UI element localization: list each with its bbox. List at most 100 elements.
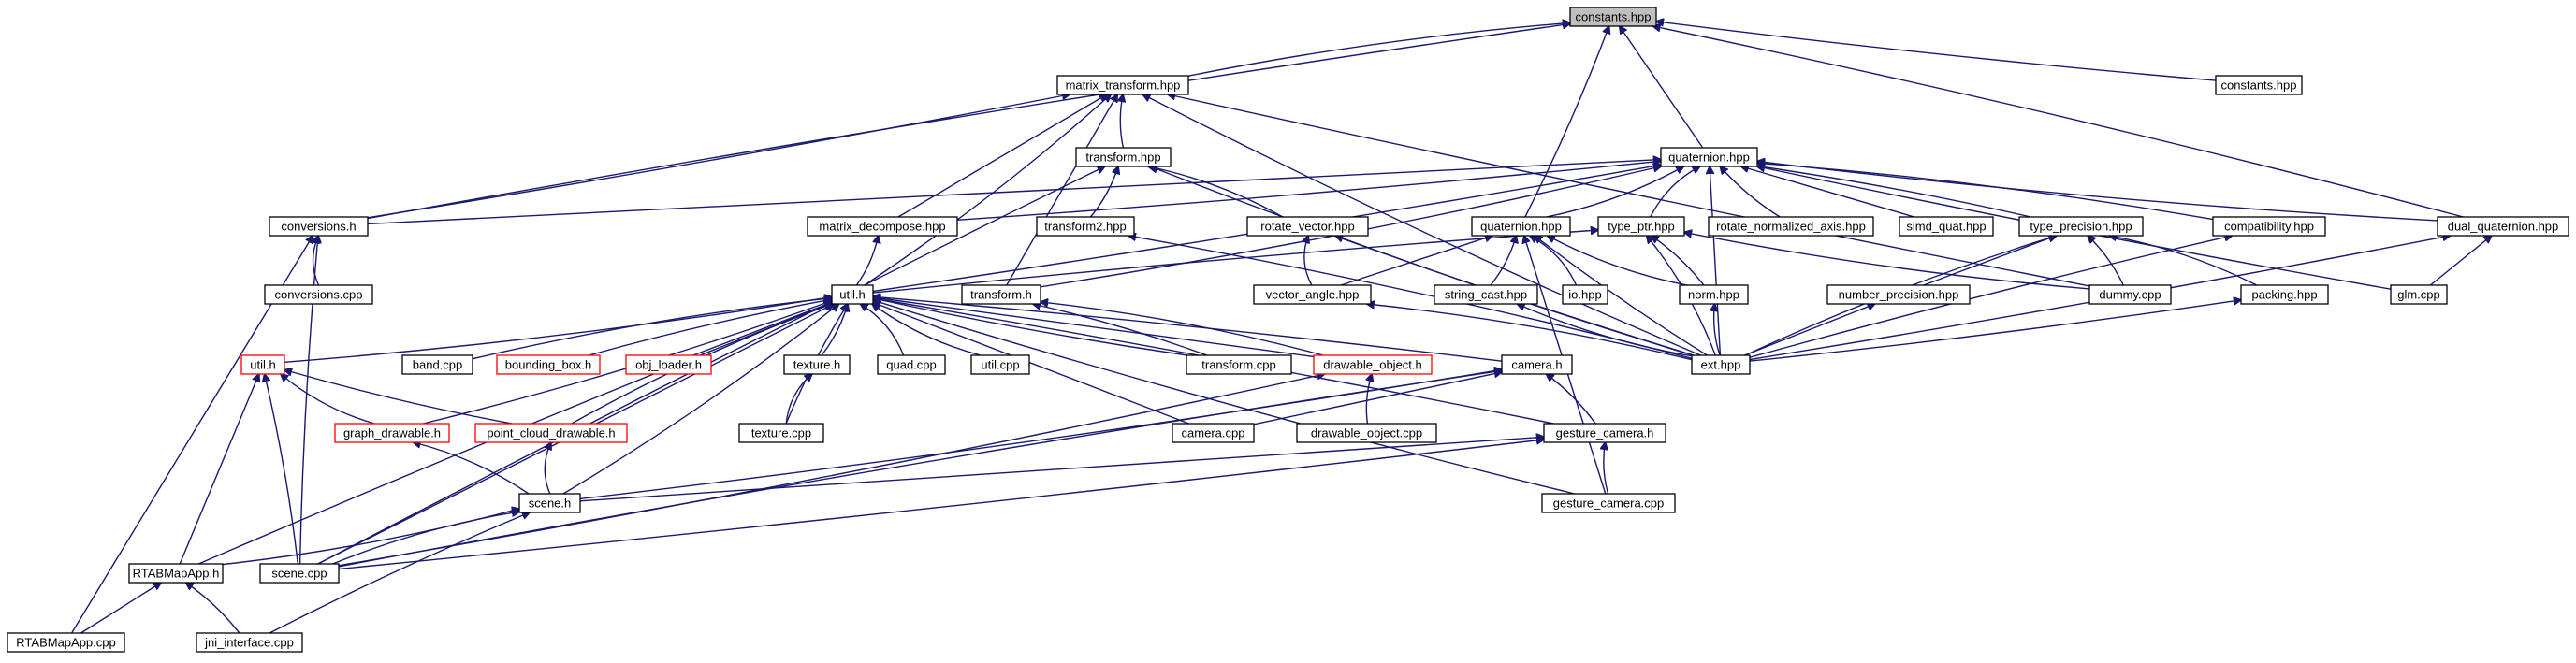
- node-label: camera.h: [1511, 358, 1562, 372]
- node-packing-hpp[interactable]: packing.hpp: [2240, 284, 2329, 305]
- node-camera-h[interactable]: camera.h: [1501, 354, 1573, 375]
- edge-dual-quaternion-hpp-to-quaternion-hpp: [1757, 162, 2438, 222]
- node-matrix-transform-hpp[interactable]: matrix_transform.hpp: [1056, 75, 1189, 95]
- edge-type-ptr-hpp-to-quaternion-hpp: [1650, 166, 1700, 218]
- node-label: dual_quaternion.hpp: [2448, 220, 2559, 234]
- node-jni-interface-cpp[interactable]: jni_interface.cpp: [196, 632, 303, 653]
- node-transform-h[interactable]: transform.h: [961, 284, 1041, 305]
- edge-util-h-to-type-ptr-hpp: [872, 230, 1598, 294]
- node-type-precision-hpp[interactable]: type_precision.hpp: [2018, 216, 2144, 237]
- node-graph-drawable-h[interactable]: graph_drawable.h: [334, 423, 450, 443]
- node-simd-quat-hpp[interactable]: simd_quat.hpp: [1899, 216, 1994, 237]
- edge-gesture-camera-cpp-to-util-h: [873, 300, 1575, 495]
- node-texture-h[interactable]: texture.h: [783, 354, 851, 375]
- node-type-ptr-hpp[interactable]: type_ptr.hpp: [1597, 216, 1685, 237]
- node-box: [807, 216, 958, 237]
- node-compatibility-hpp[interactable]: compatibility.hpp: [2212, 216, 2326, 237]
- node-bounding-box-h[interactable]: bounding_box.h: [496, 354, 601, 375]
- node-rtabmapapp-h[interactable]: RTABMapApp.h: [128, 563, 224, 584]
- node-gesture-camera-cpp[interactable]: gesture_camera.cpp: [1541, 493, 1676, 513]
- node-box: [240, 354, 285, 375]
- edge-ext-hpp-to-vector-angle-hpp: [1367, 304, 1693, 361]
- edge-gesture-camera-h-to-camera-h: [1546, 374, 1596, 425]
- node-box: [970, 354, 1030, 375]
- node-box: [1056, 75, 1189, 95]
- node-label: matrix_transform.hpp: [1066, 79, 1181, 93]
- edge-scene-cpp-to-camera-h: [338, 370, 1502, 568]
- node-drawable-object-h[interactable]: drawable_object.h: [1313, 354, 1433, 375]
- node-box: [1036, 216, 1135, 237]
- node-camera-cpp[interactable]: camera.cpp: [1172, 423, 1255, 443]
- node-point-cloud-drawable-h[interactable]: point_cloud_drawable.h: [474, 423, 628, 443]
- node-util-h-2[interactable]: util.h: [240, 354, 285, 375]
- node-ext-hpp[interactable]: ext.hpp: [1691, 354, 1751, 375]
- node-util-cpp[interactable]: util.cpp: [970, 354, 1030, 375]
- edge-quaternion-hpp-2-to-constants-hpp: [1524, 26, 1609, 218]
- node-box: [1434, 284, 1538, 305]
- node-box: [1708, 216, 1874, 237]
- node-transform-hpp[interactable]: transform.hpp: [1075, 147, 1172, 167]
- node-obj-loader-h[interactable]: obj_loader.h: [625, 354, 712, 375]
- node-vector-angle-hpp[interactable]: vector_angle.hpp: [1253, 284, 1372, 305]
- edge-ext-hpp-to-quaternion-hpp: [1710, 166, 1722, 356]
- node-conversions-cpp[interactable]: conversions.cpp: [264, 284, 373, 305]
- node-quaternion-hpp[interactable]: quaternion.hpp: [1660, 147, 1758, 167]
- edge-rotate-vector-hpp-to-transform-hpp: [1148, 166, 1284, 218]
- node-box: [334, 423, 450, 443]
- node-util-h[interactable]: util.h: [831, 284, 874, 305]
- node-box: [196, 632, 303, 653]
- node-box: [783, 354, 851, 375]
- node-label: band.cpp: [413, 358, 463, 372]
- node-label: drawable_object.cpp: [1311, 426, 1422, 440]
- node-texture-cpp[interactable]: texture.cpp: [738, 423, 824, 443]
- node-box: [269, 216, 369, 237]
- node-label: rotate_vector.hpp: [1260, 220, 1354, 234]
- node-box: [496, 354, 601, 375]
- node-scene-cpp[interactable]: scene.cpp: [259, 563, 340, 584]
- edge-band-cpp-to-util-h: [472, 298, 832, 360]
- node-band-cpp[interactable]: band.cpp: [401, 354, 473, 375]
- node-label: jni_interface.cpp: [204, 636, 294, 650]
- node-number-precision-hpp[interactable]: number_precision.hpp: [1826, 284, 1971, 305]
- node-box: [259, 563, 340, 584]
- node-quad-cpp[interactable]: quad.cpp: [877, 354, 946, 375]
- node-label: RTABMapApp.cpp: [16, 636, 115, 650]
- node-quaternion-hpp-2[interactable]: quaternion.hpp: [1471, 216, 1571, 237]
- node-dummy-cpp[interactable]: dummy.cpp: [2088, 284, 2172, 305]
- node-scene-h[interactable]: scene.h: [518, 493, 581, 513]
- node-label: gesture_camera.h: [1556, 426, 1654, 440]
- node-conversions-h[interactable]: conversions.h: [269, 216, 369, 237]
- node-label: conversions.h: [281, 220, 356, 234]
- node-rotate-vector-hpp[interactable]: rotate_vector.hpp: [1246, 216, 1369, 237]
- node-label: util.h: [839, 288, 865, 302]
- node-constants-hpp-2[interactable]: constants.hpp: [2215, 75, 2303, 95]
- node-string-cast-hpp[interactable]: string_cast.hpp: [1434, 284, 1538, 305]
- node-box: [1691, 354, 1751, 375]
- node-transform-cpp[interactable]: transform.cpp: [1186, 354, 1292, 375]
- node-norm-hpp[interactable]: norm.hpp: [1679, 284, 1749, 305]
- node-box: [2088, 284, 2172, 305]
- edge-string-cast-hpp-to-quaternion-hpp-2: [1490, 236, 1516, 286]
- node-glm-cpp[interactable]: glm.cpp: [2390, 284, 2448, 305]
- edge-ext-hpp-to-string-cast-hpp: [1518, 304, 1693, 357]
- node-label: util.cpp: [981, 358, 1019, 372]
- node-box: [961, 284, 1041, 305]
- edge-gesture-camera-cpp-to-gesture-camera-h: [1604, 442, 1608, 495]
- node-transform2-hpp[interactable]: transform2.hpp: [1036, 216, 1135, 237]
- node-label: transform.hpp: [1085, 151, 1160, 165]
- node-box: [1296, 423, 1437, 443]
- node-io-hpp[interactable]: io.hpp: [1562, 284, 1608, 305]
- node-box: [518, 493, 581, 513]
- edge-packing-hpp-to-type-precision-hpp: [2109, 236, 2258, 286]
- node-rotate-normalized-axis-hpp[interactable]: rotate_normalized_axis.hpp: [1708, 216, 1874, 237]
- node-matrix-decompose-hpp[interactable]: matrix_decompose.hpp: [807, 216, 958, 237]
- edge-ext-hpp-to-compatibility-hpp: [1749, 236, 2232, 358]
- node-drawable-object-cpp[interactable]: drawable_object.cpp: [1296, 423, 1437, 443]
- node-label: type_precision.hpp: [2030, 220, 2132, 234]
- node-box: [401, 354, 473, 375]
- node-dual-quaternion-hpp[interactable]: dual_quaternion.hpp: [2437, 216, 2569, 237]
- node-rtabmapapp-cpp[interactable]: RTABMapApp.cpp: [7, 632, 125, 653]
- node-gesture-camera-h[interactable]: gesture_camera.h: [1543, 423, 1666, 443]
